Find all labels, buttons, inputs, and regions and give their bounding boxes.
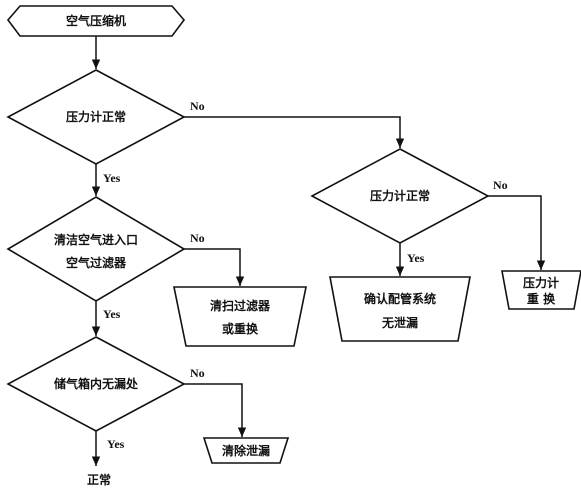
decision-2-label: 压力计正常 (370, 188, 430, 203)
action-clean-filter (173, 286, 307, 347)
action-gauge-line1: 压力计 (523, 275, 559, 290)
action-clean-label: 清除泄漏 (222, 443, 270, 458)
decision-1-label: 压力计正常 (66, 109, 126, 124)
start-label: 空气压缩机 (66, 13, 126, 28)
action-gauge-line2: 重 换 (527, 291, 556, 306)
action-filter-line1: 清扫过滤器 (210, 298, 271, 313)
decision-1-no-label: No (190, 99, 205, 113)
action-clean-leak (202, 437, 290, 464)
action-check-piping (329, 276, 471, 342)
decision-3-yes-label: Yes (103, 307, 121, 321)
decision-3-line2: 空气过滤器 (66, 255, 127, 270)
decision-4-yes-label: Yes (107, 437, 125, 451)
decision-air-filter (6, 196, 186, 302)
decision-2-yes-label: Yes (407, 251, 425, 265)
connector-d1-no (184, 116, 405, 148)
decision-4-no-label: No (190, 366, 205, 380)
action-piping-line2: 无泄漏 (381, 315, 418, 330)
action-piping-line1: 确认配管系统 (364, 291, 436, 306)
decision-3-line1: 清洁空气进入口 (54, 232, 138, 247)
end-label: 正常 (87, 472, 111, 487)
decision-1-yes-label: Yes (103, 171, 121, 185)
connector-d4-no (184, 383, 247, 437)
connector-d3-no (184, 248, 245, 286)
decision-2-no-label: No (493, 178, 508, 192)
action-filter-line2: 或重换 (222, 321, 259, 336)
decision-4-label: 储气箱内无漏处 (54, 376, 139, 391)
connector-d2-no (488, 195, 546, 270)
decision-3-no-label: No (190, 231, 205, 245)
start-terminal (6, 5, 186, 37)
action-replace-gauge (501, 270, 581, 310)
